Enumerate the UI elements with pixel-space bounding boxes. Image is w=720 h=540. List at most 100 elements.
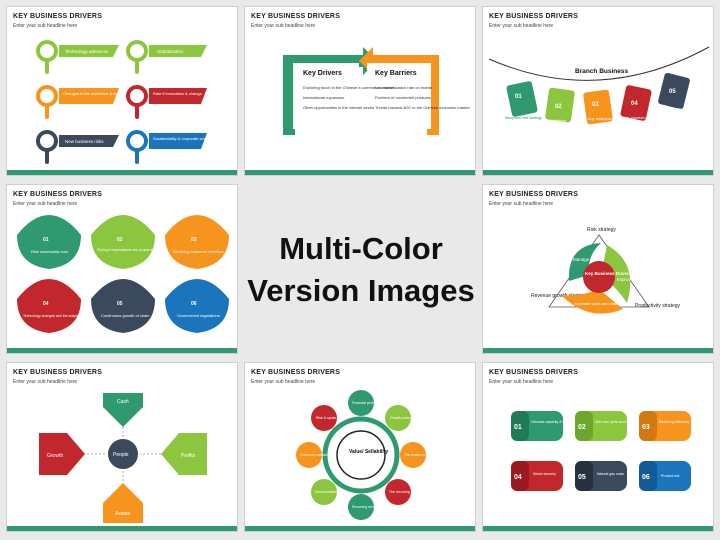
svg-text:Improve profit: Improve profit bbox=[617, 277, 645, 282]
slide-footer-bar bbox=[483, 170, 713, 175]
svg-text:Changes in the workforce & the: Changes in the workforce & the nature of… bbox=[63, 91, 145, 96]
slide-subtitle: Enter your sub headline here bbox=[489, 201, 554, 207]
svg-text:Low monetization rate on mobil: Low monetization rate on mobile bbox=[375, 85, 433, 90]
growth-arrow: Growth bbox=[39, 433, 85, 475]
pill-item: 03 Reaching efficiency bbox=[639, 411, 691, 441]
svg-text:Reaching efficiency: Reaching efficiency bbox=[659, 420, 690, 424]
svg-text:Avg. premium per policy: Avg. premium per policy bbox=[623, 116, 661, 120]
pill-item: 04 Metal recovery bbox=[511, 461, 563, 491]
svg-text:Sustainability & corporate soc: Sustainability & corporate social respon… bbox=[153, 136, 234, 141]
arrows-cross-diagram: Cash Growth Profits Assets People bbox=[39, 393, 207, 523]
tag-card: 01 Manpower-rest strategy bbox=[505, 81, 542, 120]
wheel-item: Demonstrated growth bbox=[311, 479, 349, 505]
slide-title: KEY BUSINESS DRIVERS bbox=[489, 191, 579, 198]
wheel-item: The recurring revenue bbox=[385, 479, 423, 505]
slide-footer-bar bbox=[7, 526, 237, 531]
svg-text:Recurring revenue: Recurring revenue bbox=[352, 505, 381, 509]
svg-text:Risk strategy: Risk strategy bbox=[587, 227, 616, 233]
slide-thumbnail-5[interactable]: KEY BUSINESS DRIVERS Enter your sub head… bbox=[482, 184, 714, 354]
svg-text:01: 01 bbox=[515, 94, 522, 100]
slide-footer-bar bbox=[7, 170, 237, 175]
slide-thumbnail-1[interactable]: KEY BUSINESS DRIVERS Enter your sub head… bbox=[6, 6, 238, 176]
magnifier-diagram: Technology advances Globalization Change… bbox=[36, 40, 234, 164]
svg-text:Profits: Profits bbox=[181, 453, 196, 459]
slide-thumbnail-8[interactable]: KEY BUSINESS DRIVERS Enter your sub head… bbox=[482, 362, 714, 532]
svg-text:New business risks: New business risks bbox=[65, 139, 104, 144]
svg-text:Avg. retail prices: Avg. retail prices bbox=[588, 117, 614, 121]
driver-shape: 04 Technology changes and the adaption m… bbox=[17, 279, 98, 333]
svg-text:Other opportunities in the int: Other opportunities in the internet sect… bbox=[303, 105, 375, 110]
svg-text:Cash: Cash bbox=[117, 399, 129, 405]
slide-footer-bar bbox=[7, 348, 237, 353]
slide-subtitle: Enter your sub headline here bbox=[251, 23, 316, 29]
svg-text:Rate if innovation & change: Rate if innovation & change bbox=[153, 91, 203, 96]
triangle-cycle-diagram: Risk strategy Revenue growth strategy Pr… bbox=[531, 227, 681, 314]
arch-shapes-diagram: 01 Risk commodity cost 02 Pricing in exp… bbox=[17, 215, 229, 333]
wheel-item: Growth potential bbox=[385, 405, 416, 431]
wheel-item: Recurring revenue bbox=[348, 494, 381, 520]
value-wheel-diagram: Value/ Sellability Financial performance… bbox=[296, 390, 448, 520]
driver-shape: 03 Declining customer retention bbox=[165, 215, 229, 269]
assets-arrow: Assets bbox=[103, 483, 143, 523]
svg-text:Unit cost, yield and availabil: Unit cost, yield and availability bbox=[595, 420, 642, 424]
svg-text:06: 06 bbox=[191, 301, 197, 307]
svg-text:Risk & spoke: Risk & spoke bbox=[316, 416, 336, 420]
slide-title: KEY BUSINESS DRIVERS bbox=[13, 13, 103, 20]
wheel-item: Customer satisfaction bbox=[296, 442, 334, 468]
wheel-item: Risk & spoke bbox=[311, 405, 337, 431]
svg-text:Financial performance: Financial performance bbox=[352, 401, 387, 405]
slide-subtitle: Enter your sub headline here bbox=[489, 23, 554, 29]
slide-title: KEY BUSINESS DRIVERS bbox=[13, 191, 103, 198]
svg-text:05: 05 bbox=[578, 474, 586, 481]
pill-item: 05 Natural gas costs bbox=[575, 461, 627, 491]
svg-text:Assets: Assets bbox=[115, 511, 131, 517]
svg-text:Persistency: Persistency bbox=[663, 107, 681, 111]
magnifier-icon: Globalization bbox=[126, 40, 207, 74]
svg-text:Productivity strategy: Productivity strategy bbox=[635, 303, 681, 309]
slide-thumbnail-4[interactable]: KEY BUSINESS DRIVERS Enter your sub head… bbox=[6, 184, 238, 354]
profits-arrow: Profits bbox=[161, 433, 207, 475]
svg-text:Natural gas costs: Natural gas costs bbox=[597, 472, 624, 476]
svg-text:05: 05 bbox=[669, 89, 676, 95]
svg-text:04: 04 bbox=[631, 101, 638, 107]
value-center-label: Value/ Sellability bbox=[349, 449, 388, 455]
drivers-barriers-diagram: Key Drivers Exploring touch in the Chine… bbox=[283, 47, 470, 135]
svg-text:International expansion: International expansion bbox=[303, 95, 344, 100]
svg-text:Declining customer retention: Declining customer retention bbox=[173, 249, 224, 254]
svg-text:Risk commodity cost: Risk commodity cost bbox=[31, 249, 69, 254]
slide-subtitle: Enter your sub headline here bbox=[13, 201, 78, 207]
slide-subtitle: Enter your sub headline here bbox=[489, 379, 554, 385]
tag-card: 04 Avg. premium per policy bbox=[620, 85, 661, 121]
pill-item: 02 Unit cost, yield and availability bbox=[575, 411, 642, 441]
svg-text:Manage risks: Manage risks bbox=[573, 257, 601, 262]
cash-arrow: Cash bbox=[103, 393, 143, 427]
pill-item: 06 Product mix bbox=[639, 461, 691, 491]
slide-title: KEY BUSINESS DRIVERS bbox=[13, 369, 103, 376]
svg-text:03: 03 bbox=[592, 102, 599, 108]
slide-thumbnail-2[interactable]: KEY BUSINESS DRIVERS Enter your sub head… bbox=[244, 6, 476, 176]
key-drivers-title: Key Drivers bbox=[303, 70, 342, 77]
svg-text:Trends towards B2C in the Chin: Trends towards B2C in the Chinese econom… bbox=[375, 105, 470, 110]
tag-card: 03 Avg. retail prices bbox=[583, 89, 614, 125]
svg-text:Product mix: Product mix bbox=[661, 474, 680, 478]
svg-text:Exploring touch in the Chinese: Exploring touch in the Chinese e-commerc… bbox=[303, 85, 395, 90]
tag-card: 02 Guideline bbox=[545, 87, 575, 123]
magnifier-icon: Rate if innovation & change bbox=[126, 85, 207, 119]
svg-text:The business and strategies: The business and strategies bbox=[404, 453, 448, 457]
svg-text:Growth potential: Growth potential bbox=[390, 416, 416, 420]
slide-thumbnail-6[interactable]: KEY BUSINESS DRIVERS Enter your sub head… bbox=[6, 362, 238, 532]
svg-text:Continuous growth of chain: Continuous growth of chain bbox=[101, 313, 149, 318]
slide-thumbnail-3[interactable]: KEY BUSINESS DRIVERS Enter your sub head… bbox=[482, 6, 714, 176]
center-heading: Multi-Color Version Images bbox=[246, 190, 476, 350]
svg-text:Technology changes and the ada: Technology changes and the adaption mark… bbox=[23, 314, 98, 318]
svg-text:The recurring revenue: The recurring revenue bbox=[389, 490, 423, 494]
people-label: People bbox=[113, 452, 129, 458]
magnifier-icon: Sustainability & corporate social respon… bbox=[126, 130, 234, 164]
wheel-item: The business and strategies bbox=[400, 442, 448, 468]
svg-text:01: 01 bbox=[43, 237, 49, 243]
svg-text:03: 03 bbox=[191, 237, 197, 243]
slide-title: KEY BUSINESS DRIVERS bbox=[489, 369, 579, 376]
slide-footer-bar bbox=[245, 170, 475, 175]
slide-thumbnail-7[interactable]: KEY BUSINESS DRIVERS Enter your sub head… bbox=[244, 362, 476, 532]
driver-shape: 01 Risk commodity cost bbox=[17, 215, 81, 269]
